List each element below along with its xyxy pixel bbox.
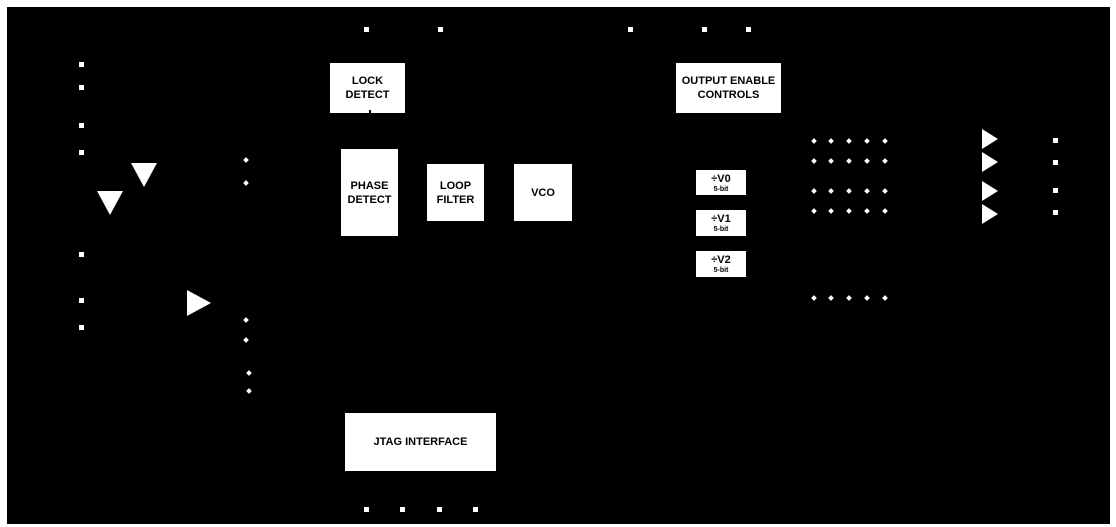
input-buffer-triangle-2 bbox=[97, 191, 123, 215]
junction-dot bbox=[828, 208, 834, 214]
junction-dot bbox=[828, 158, 834, 164]
junction-dot bbox=[246, 388, 252, 394]
junction-dot bbox=[811, 295, 817, 301]
junction-dot bbox=[864, 295, 870, 301]
loop-filter-label-2: FILTER bbox=[436, 193, 475, 206]
phase-detect-label-1: PHASE bbox=[350, 179, 389, 192]
junction-dot bbox=[882, 188, 888, 194]
output-enable-label-1: OUTPUT ENABLE bbox=[681, 75, 776, 87]
junction-dot bbox=[846, 208, 852, 214]
junction-dot bbox=[243, 337, 249, 343]
divider-v1: ÷V1 5-bit bbox=[696, 210, 746, 236]
junction-dot bbox=[811, 158, 817, 164]
junction-dot bbox=[243, 180, 249, 186]
junction-dot bbox=[246, 370, 252, 376]
bottom-pin bbox=[364, 507, 369, 512]
junction-dot bbox=[846, 158, 852, 164]
input-buffer-triangle-3 bbox=[187, 290, 211, 316]
right-pin bbox=[1053, 188, 1058, 193]
divider-v0-label: ÷V0 bbox=[711, 172, 731, 185]
jtag-interface-block: JTAG INTERFACE bbox=[345, 413, 496, 471]
left-pin bbox=[79, 150, 84, 155]
output-buffer-triangle-1 bbox=[982, 129, 998, 149]
bottom-pin bbox=[473, 507, 478, 512]
output-buffer-triangle-3 bbox=[982, 181, 998, 201]
output-enable-label-2: CONTROLS bbox=[697, 89, 760, 101]
junction-dot bbox=[811, 188, 817, 194]
left-pin bbox=[79, 325, 84, 330]
top-pin bbox=[364, 27, 369, 32]
block-diagram: LOCK DETECT OUTPUT ENABLE CONTROLS PHASE… bbox=[7, 7, 1110, 524]
lock-detect-label-1: LOCK bbox=[351, 75, 384, 87]
junction-dot bbox=[864, 208, 870, 214]
loop-filter-label-1: LOOP bbox=[439, 179, 472, 192]
top-pin bbox=[702, 27, 707, 32]
divider-v0: ÷V0 5-bit bbox=[696, 170, 746, 195]
bottom-pin bbox=[437, 507, 442, 512]
right-pin bbox=[1053, 160, 1058, 165]
top-pin bbox=[438, 27, 443, 32]
divider-v0-bits: 5-bit bbox=[713, 185, 729, 193]
junction-dot bbox=[811, 208, 817, 214]
right-pin bbox=[1053, 210, 1058, 215]
junction-dot bbox=[243, 157, 249, 163]
junction-dot bbox=[882, 158, 888, 164]
divider-v2-bits: 5-bit bbox=[713, 267, 729, 274]
top-pin bbox=[628, 27, 633, 32]
junction-dot bbox=[864, 188, 870, 194]
top-pin bbox=[746, 27, 751, 32]
output-buffer-triangle-4 bbox=[982, 204, 998, 224]
junction-dot bbox=[882, 208, 888, 214]
divider-v2: ÷V2 5-bit bbox=[696, 251, 746, 277]
junction-dot bbox=[243, 317, 249, 323]
junction-dot bbox=[864, 158, 870, 164]
vco-block: VCO bbox=[514, 164, 572, 221]
phase-detect-block: PHASE DETECT bbox=[341, 149, 398, 236]
vco-label: VCO bbox=[531, 186, 555, 199]
junction-dot bbox=[828, 295, 834, 301]
junction-dot bbox=[882, 138, 888, 144]
jtag-label: JTAG INTERFACE bbox=[373, 436, 468, 448]
output-buffer-triangle-2 bbox=[982, 152, 998, 172]
left-pin bbox=[79, 85, 84, 90]
junction-dot bbox=[828, 138, 834, 144]
junction-dot bbox=[811, 138, 817, 144]
right-pin bbox=[1053, 138, 1058, 143]
lock-detect-connector bbox=[369, 110, 371, 116]
junction-dot bbox=[846, 188, 852, 194]
bottom-pin bbox=[400, 507, 405, 512]
junction-dot bbox=[846, 295, 852, 301]
junction-dot bbox=[864, 138, 870, 144]
phase-detect-label-2: DETECT bbox=[347, 193, 392, 206]
lock-detect-block: LOCK DETECT bbox=[330, 63, 405, 113]
junction-dot bbox=[846, 138, 852, 144]
output-enable-controls-block: OUTPUT ENABLE CONTROLS bbox=[676, 63, 781, 113]
left-pin bbox=[79, 123, 84, 128]
left-pin bbox=[79, 298, 84, 303]
loop-filter-block: LOOP FILTER bbox=[427, 164, 484, 221]
divider-v1-bits: 5-bit bbox=[713, 226, 729, 233]
input-buffer-triangle-1 bbox=[131, 163, 157, 187]
lock-detect-label-2: DETECT bbox=[345, 89, 390, 101]
divider-v2-label: ÷V2 bbox=[711, 254, 731, 266]
junction-dot bbox=[882, 295, 888, 301]
left-pin bbox=[79, 252, 84, 257]
left-pin bbox=[79, 62, 84, 67]
divider-v1-label: ÷V1 bbox=[711, 213, 731, 225]
junction-dot bbox=[828, 188, 834, 194]
